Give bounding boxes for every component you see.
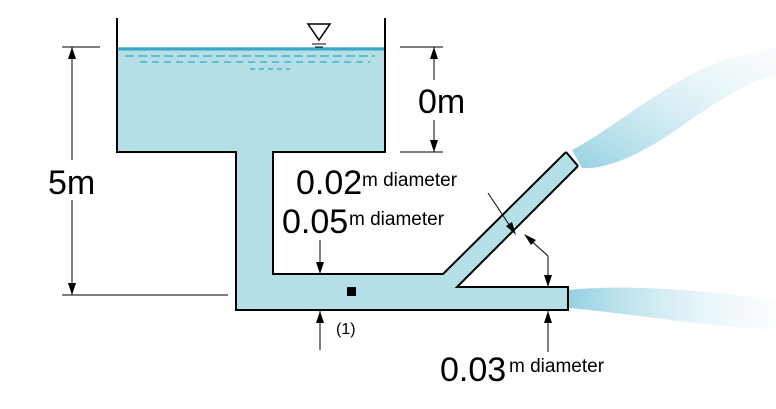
free-surface-triangle-icon (306, 23, 332, 48)
water-body (117, 47, 568, 310)
lower-diameter-unit: m diameter (509, 356, 605, 377)
point-1-marker (347, 287, 356, 296)
height-total-label: 5m (48, 164, 95, 202)
vessel-outline (116, 18, 579, 311)
middle-diameter-unit: m diameter (349, 209, 445, 230)
water-ripples (125, 55, 375, 70)
upper-diameter-value: 0.02 (296, 164, 362, 202)
point-1-label: (1) (336, 321, 356, 338)
height-top-label: 0m (418, 83, 465, 121)
middle-diameter-value: 0.05 (282, 203, 348, 241)
upper-diameter-unit: m diameter (362, 170, 458, 191)
dimension-top (400, 46, 443, 153)
upper-jet (572, 48, 776, 169)
lower-diameter-value: 0.03 (440, 351, 506, 389)
inclined-pipe-water (443, 152, 578, 287)
leader-arrows (316, 192, 552, 352)
lower-jet (568, 287, 776, 330)
